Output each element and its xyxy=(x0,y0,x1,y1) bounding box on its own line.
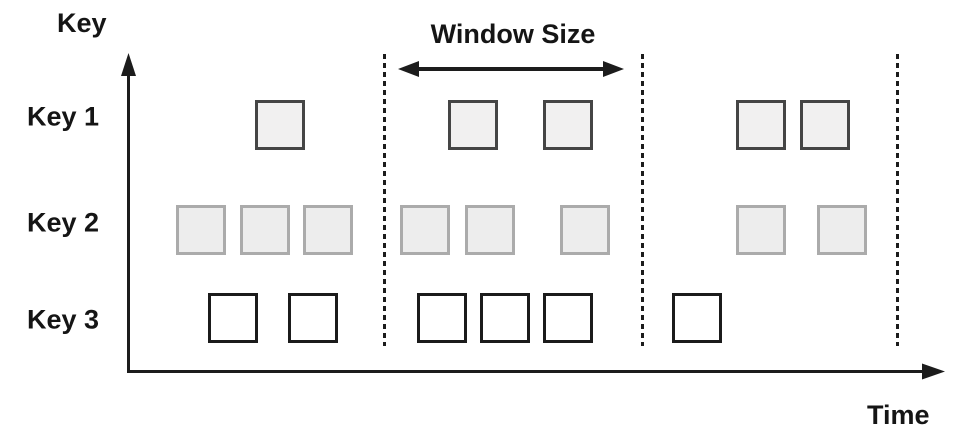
y-axis-arrowhead-icon xyxy=(121,53,136,76)
event-square xyxy=(560,205,610,255)
event-square xyxy=(817,205,867,255)
event-square xyxy=(303,205,353,255)
x-axis xyxy=(127,363,945,380)
window-boundary-line xyxy=(382,54,386,346)
row-label: Key 1 xyxy=(27,101,100,132)
event-square xyxy=(736,205,786,255)
event-square xyxy=(400,205,450,255)
y-axis-title: Key xyxy=(57,8,107,38)
event-square xyxy=(208,293,258,343)
x-axis-title: Time xyxy=(867,400,930,430)
window-boundary-line xyxy=(895,54,899,346)
event-square xyxy=(543,293,593,343)
event-square xyxy=(543,100,593,150)
window-size-arrow-icon xyxy=(398,61,624,77)
event-square xyxy=(417,293,467,343)
event-square xyxy=(240,205,290,255)
x-axis-arrowhead-icon xyxy=(922,363,945,380)
event-square xyxy=(480,293,530,343)
event-square xyxy=(176,205,226,255)
window-size-label: Window Size xyxy=(430,19,596,49)
row-label: Key 2 xyxy=(27,207,100,238)
event-square xyxy=(736,100,786,150)
event-square xyxy=(448,100,498,150)
event-square xyxy=(672,293,722,343)
event-square xyxy=(288,293,338,343)
event-square xyxy=(255,100,305,150)
window-boundary-line xyxy=(640,54,644,346)
y-axis xyxy=(121,53,136,373)
row-label: Key 3 xyxy=(27,304,100,335)
event-square xyxy=(800,100,850,150)
event-square xyxy=(465,205,515,255)
